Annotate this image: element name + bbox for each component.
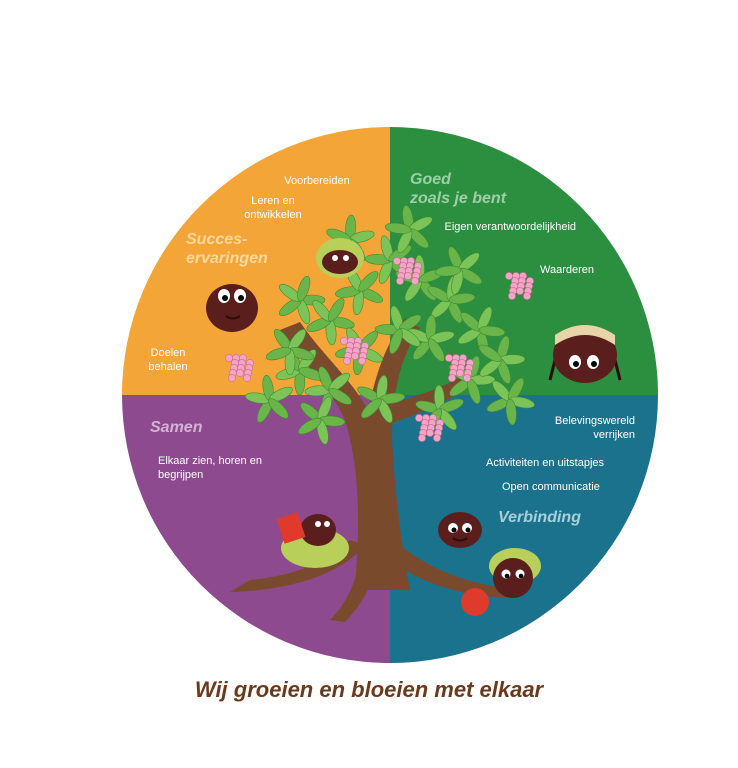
blossom-cluster	[225, 354, 254, 382]
chestnut-in-burr-bottom-right	[489, 548, 541, 598]
item-voorbereiden: Voorbereiden	[284, 175, 350, 187]
motto-text: Wij groeien en bloeien met elkaar	[194, 677, 544, 702]
blossom-cluster	[393, 257, 422, 285]
item-elkaar-zien: Elkaar zien, horen en begrijpen	[158, 455, 262, 481]
item-activiteiten-en-uitstapjes: Activiteiten en uitstapjes	[486, 457, 605, 469]
leaf-cluster	[427, 275, 476, 324]
leaf-cluster	[279, 275, 326, 325]
heading-line-1: Verbinding	[498, 509, 581, 526]
tree-leaves	[244, 205, 535, 445]
red-ball	[461, 588, 489, 616]
heading-line-2: zoals je bent	[410, 190, 507, 207]
leaf-cluster	[384, 205, 433, 253]
item-eigen-verantwoordelijkheid: Eigen verantwoordelijkheid	[444, 221, 576, 233]
leaf-cluster	[374, 305, 422, 354]
heading-line-1: Goed	[410, 171, 451, 188]
item-waarderen: Waarderen	[540, 264, 595, 276]
blossom-cluster	[340, 337, 369, 365]
chestnut-reading-book	[276, 512, 349, 568]
item-open-communicatie: Open communicatie	[502, 481, 600, 493]
item-leren-en-ontwikkelen: Leren en ontwikkelen	[244, 195, 302, 221]
quadrant-top-right	[390, 127, 658, 395]
heading-line-1: Samen	[150, 419, 203, 436]
heading-line-2: ervaringen	[186, 250, 268, 267]
chestnut-burr-top	[316, 238, 364, 278]
leaf-cluster	[486, 377, 535, 426]
heading-line-1: Succes-	[186, 231, 248, 248]
leaf-cluster	[306, 297, 355, 346]
blossom-cluster	[415, 414, 444, 442]
heading-samen: Samen	[150, 418, 202, 437]
item-doelen-behalen: Doelen behalen	[148, 347, 188, 373]
item-belevingswereld-verrijken: Belevingswereld verrijken	[554, 415, 635, 441]
leaf-cluster	[357, 375, 406, 423]
heading-goed-zoals-je-bent: Goed zoals je bent	[410, 170, 506, 208]
blossom-cluster	[445, 354, 474, 382]
leaf-cluster	[478, 335, 526, 384]
chestnut-character-top-left	[206, 284, 258, 332]
leaf-cluster	[297, 396, 346, 445]
heading-verbinding: Verbinding	[498, 508, 581, 527]
chestnut-character-bottom-right	[438, 512, 482, 548]
tree-blossoms	[225, 257, 534, 442]
chestnut-character-right	[548, 325, 622, 383]
leaf-cluster	[244, 374, 293, 423]
leaf-cluster	[265, 329, 315, 376]
blossom-cluster	[505, 272, 534, 300]
leaf-cluster	[434, 246, 483, 295]
heading-succeservaringen: Succes- ervaringen	[186, 230, 296, 268]
